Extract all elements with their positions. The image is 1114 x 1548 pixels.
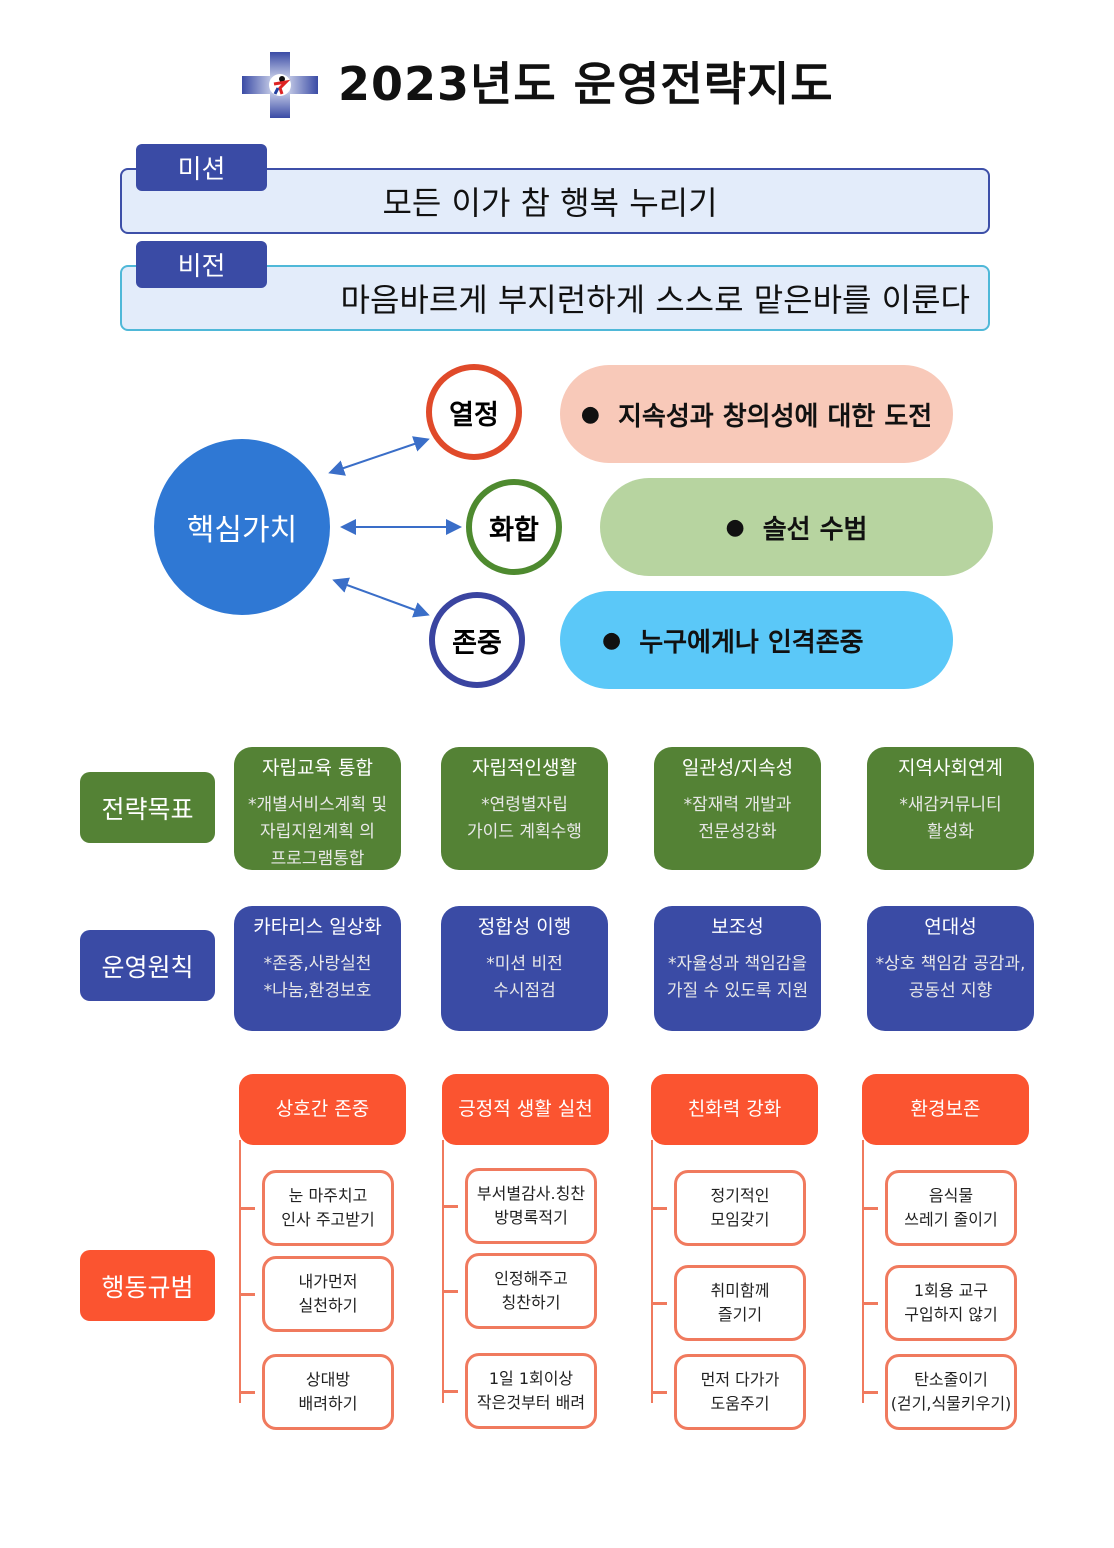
card-title: 연대성 — [924, 916, 977, 938]
norm-connector-tick — [651, 1207, 667, 1210]
norm-connector-tick — [862, 1302, 878, 1305]
arrow-passion — [328, 436, 430, 476]
section-label-norms: 행동규범 — [80, 1250, 215, 1321]
norm-connector-tick — [239, 1391, 255, 1394]
card-body-line: *존중,사랑실천 — [263, 954, 372, 974]
card-title: 일관성/지속성 — [681, 757, 794, 779]
card-body-line: 활성화 — [927, 822, 974, 842]
vision-text: 마음바르게 부지런하게 스스로 맡은바를 이룬다 — [340, 281, 971, 319]
norm-header: 상호간 존중 — [239, 1074, 406, 1145]
card-body-line: 전문성강화 — [698, 822, 777, 842]
card-body-line: 프로그램통합 — [270, 849, 365, 869]
value-desc: 누구에게나 인격존중 — [639, 627, 864, 658]
norm-connector-tick — [862, 1207, 878, 1210]
principles-card: 연대성 *상호 책임감 공감과, 공동선 지향 — [867, 906, 1034, 1031]
card-body: *상호 책임감 공감과, 공동선 지향 — [867, 951, 1034, 1005]
section-label-goals: 전략목표 — [80, 772, 215, 843]
connector-arrows — [328, 436, 462, 618]
card-body-line: *개별서비스계획 및 — [247, 795, 388, 815]
norm-item: 먼저 다가가 도움주기 — [674, 1354, 806, 1430]
value-pill-harmony: ● 솔선 수범 — [600, 478, 993, 576]
bullet-icon: ● — [602, 627, 622, 653]
norm-item: 상대방 배려하기 — [262, 1354, 394, 1430]
norm-connector-tick — [239, 1207, 255, 1210]
norm-item: 인정해주고 칭찬하기 — [465, 1253, 597, 1329]
norm-header: 친화력 강화 — [651, 1074, 818, 1145]
card-body-line: *상호 책임감 공감과, — [875, 954, 1026, 974]
value-circle-passion: 열정 — [426, 364, 522, 460]
value-desc: 지속성과 창의성에 대한 도전 — [618, 401, 933, 432]
norm-item: 탄소줄이기 (걷기,식물키우기) — [885, 1354, 1017, 1430]
norm-connector-tick — [651, 1302, 667, 1305]
card-body-line: 가질 수 있도록 지원 — [666, 981, 809, 1001]
norm-connector-tick — [442, 1290, 458, 1293]
norm-header: 환경보존 — [862, 1074, 1029, 1145]
norm-connector-tick — [862, 1391, 878, 1394]
card-title: 자립적인생활 — [472, 757, 577, 779]
card-body-line: 자립지원계획 의 — [260, 822, 375, 842]
card-body-line: *미션 비전 — [486, 954, 563, 974]
norm-item: 음식물 쓰레기 줄이기 — [885, 1170, 1017, 1246]
card-body-line: 수시점검 — [493, 981, 556, 1001]
norm-connector-line — [862, 1140, 864, 1403]
principles-card: 카타리스 일상화 *존중,사랑실천 *나눔,환경보호 — [234, 906, 401, 1031]
value-circle-respect: 존중 — [429, 592, 525, 688]
card-title: 보조성 — [711, 916, 764, 938]
norm-item: 눈 마주치고 인사 주고받기 — [262, 1170, 394, 1246]
vision-tag: 비전 — [136, 241, 267, 288]
norm-item: 취미함께 즐기기 — [674, 1265, 806, 1341]
norm-connector-tick — [442, 1205, 458, 1208]
norm-connector-tick — [442, 1390, 458, 1393]
norm-item: 정기적인 모임갖기 — [674, 1170, 806, 1246]
mission-tag: 미션 — [136, 144, 267, 191]
card-body: *존중,사랑실천 *나눔,환경보호 — [234, 951, 401, 1005]
card-title: 지역사회연계 — [898, 757, 1003, 779]
card-body-line: 가이드 계획수행 — [467, 822, 582, 842]
card-body-line: *잠재력 개발과 — [683, 795, 792, 815]
cross-emblem-logo — [242, 52, 318, 118]
arrow-respect — [332, 577, 430, 618]
core-values-circle: 핵심가치 — [154, 439, 330, 615]
value-desc: 솔선 수범 — [762, 514, 868, 545]
value-circle-harmony: 화합 — [466, 479, 562, 575]
card-title: 자립교육 통합 — [262, 757, 373, 779]
norm-connector-tick — [239, 1293, 255, 1296]
bullet-icon: ● — [580, 401, 600, 427]
norm-connector-line — [442, 1140, 444, 1403]
norm-header: 긍정적 생활 실천 — [442, 1074, 609, 1145]
norm-item: 부서별감사.칭찬 방명록적기 — [465, 1168, 597, 1244]
bullet-icon: ● — [725, 514, 745, 540]
card-title: 카타리스 일상화 — [253, 916, 382, 938]
norm-connector-tick — [651, 1391, 667, 1394]
card-title: 정합성 이행 — [477, 916, 572, 938]
norm-item: 1회용 교구 구입하지 않기 — [885, 1265, 1017, 1341]
card-body-line: 공동선 지향 — [908, 981, 993, 1001]
page-title: 2023년도 운영전략지도 — [338, 57, 834, 111]
card-body-line: *자율성과 책임감을 — [667, 954, 808, 974]
mission-text: 모든 이가 참 행복 누리기 — [382, 184, 718, 222]
section-label-principles: 운영원칙 — [80, 930, 215, 1001]
norm-item: 1일 1회이상 작은것부터 배려 — [465, 1353, 597, 1429]
norm-item: 내가먼저 실천하기 — [262, 1256, 394, 1332]
vision-box: 마음바르게 부지런하게 스스로 맡은바를 이룬다 — [120, 265, 990, 331]
card-body-line: *연령별자립 — [481, 795, 568, 815]
value-pill-respect: ● 누구에게나 인격존중 — [560, 591, 953, 689]
value-pill-passion: ● 지속성과 창의성에 대한 도전 — [560, 365, 953, 463]
norm-connector-line — [651, 1140, 653, 1403]
card-body-line: *나눔,환경보호 — [263, 981, 372, 1001]
norm-connector-line — [239, 1140, 241, 1403]
card-body-line: *새감커뮤니티 — [899, 795, 1002, 815]
